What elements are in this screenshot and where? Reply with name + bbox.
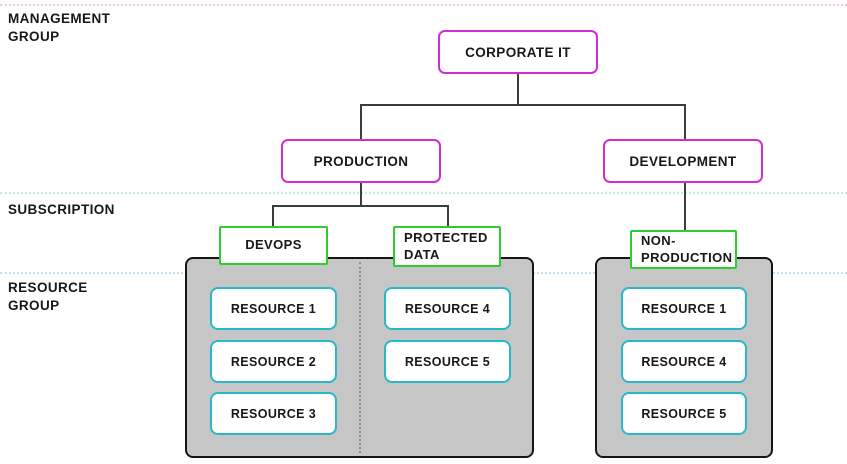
connector-to-production (360, 104, 362, 140)
resource-box: RESOURCE 1 (621, 287, 747, 330)
subscription-divider-line (0, 192, 847, 194)
resource-group-label: RESOURCE GROUP (8, 280, 88, 313)
resource-box: RESOURCE 5 (384, 340, 511, 383)
connector-production-bus (272, 205, 449, 207)
resource-box: RESOURCE 2 (210, 340, 337, 383)
container-split-dotted-line (359, 262, 361, 453)
node-protected-data: PROTECTED DATA (393, 226, 501, 267)
connector-to-non-production (684, 183, 686, 231)
node-development: DEVELOPMENT (603, 139, 763, 183)
connector-corporate-bus (360, 104, 686, 106)
connector-to-development (684, 104, 686, 140)
management-group-divider-line (0, 4, 847, 6)
resource-box: RESOURCE 4 (384, 287, 511, 330)
subscription-label: SUBSCRIPTION (8, 202, 115, 217)
management-group-label: MANAGEMENT GROUP (8, 11, 111, 44)
connector-to-protected-data (447, 205, 449, 227)
node-production: PRODUCTION (281, 139, 441, 183)
resource-box: RESOURCE 5 (621, 392, 747, 435)
connector-to-devops (272, 205, 274, 227)
connector-production-stem (360, 183, 362, 206)
connector-corporate-stem (517, 74, 519, 104)
resource-box: RESOURCE 3 (210, 392, 337, 435)
node-devops: DEVOPS (219, 226, 328, 265)
node-non-production: NON-PRODUCTION (630, 230, 737, 269)
resource-box: RESOURCE 1 (210, 287, 337, 330)
resource-box: RESOURCE 4 (621, 340, 747, 383)
node-corporate-it: CORPORATE IT (438, 30, 598, 74)
